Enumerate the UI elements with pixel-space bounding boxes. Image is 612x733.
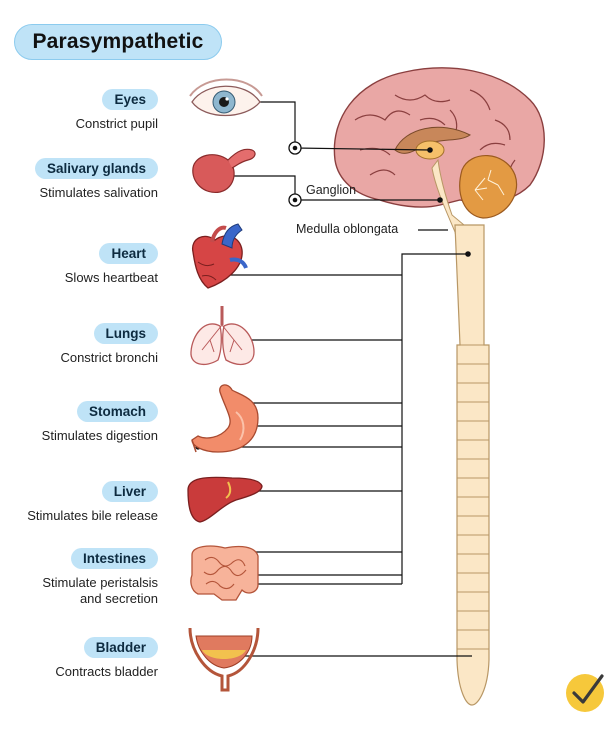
lungs-icon [190,306,255,366]
spinal-cord-icon [454,224,490,706]
organ-name: Heart [99,243,158,264]
organ-effect: Slows heartbeat [64,270,158,285]
organ-label-salivary-glands: Salivary glands Stimulates salivation [0,158,158,201]
organ-name: Eyes [102,89,158,110]
ganglion-markers [288,141,302,207]
organ-name: Liver [101,481,158,502]
page-title: Parasympathetic [32,30,204,53]
checkmark-badge-icon [566,674,604,712]
organ-label-stomach: Stomach Stimulates digestion [0,401,158,444]
organ-name: Intestines [70,548,158,569]
medulla-label: Medulla oblongata [296,222,399,236]
bladder-icon [188,627,260,692]
organ-effect: Stimulates bile release [27,508,158,523]
organ-name: Stomach [76,401,158,422]
ganglion-label: Ganglion [306,183,357,197]
organ-effect: Contracts bladder [55,664,158,679]
organ-effect: Stimulate peristalsis and secretion [42,575,158,606]
stomach-icon [191,384,259,453]
organ-effect: Stimulates digestion [41,428,158,443]
organ-label-heart: Heart Slows heartbeat [0,243,158,286]
eye-icon [189,78,263,117]
organ-effect: Constrict bronchi [60,350,158,365]
liver-icon [187,476,263,523]
organ-name: Salivary glands [34,158,158,179]
salivary-gland-icon [192,148,256,194]
organ-effect: Constrict pupil [75,116,158,131]
heart-icon [192,223,248,289]
nerve-lines [198,101,472,657]
organ-label-bladder: Bladder Contracts bladder [0,637,158,680]
organ-label-lungs: Lungs Constrict bronchi [0,323,158,366]
organ-label-intestines: Intestines Stimulate peristalsis and sec… [0,548,158,607]
title-pill: Parasympathetic [14,24,222,60]
organ-name: Lungs [93,323,158,344]
organ-label-eyes: Eyes Constrict pupil [0,89,158,132]
organ-label-liver: Liver Stimulates bile release [0,481,158,524]
organ-name: Bladder [83,637,158,658]
organ-effect: Stimulates salivation [39,185,159,200]
intestines-icon [190,545,259,601]
